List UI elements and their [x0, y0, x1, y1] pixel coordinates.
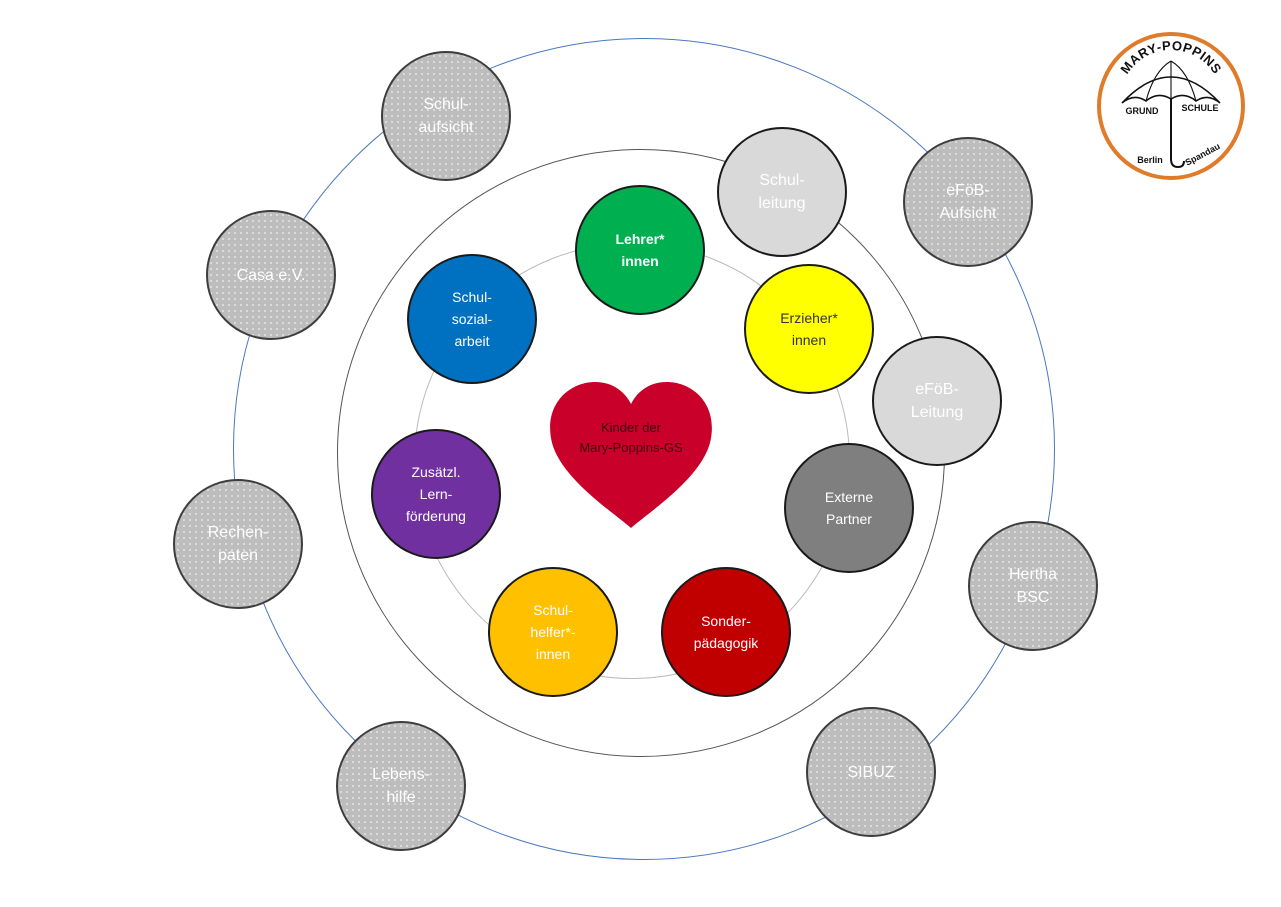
node-sibuz-label: SIBUZ	[847, 763, 895, 781]
node-schulhelfer: Schul- helfer*- innen	[488, 567, 618, 697]
node-erzieher-label: Erzieher* innen	[780, 310, 838, 348]
outer-orbit-ring	[233, 38, 1055, 860]
node-efoeb-aufsicht: eFöB- Aufsicht	[903, 137, 1033, 267]
node-lernfoerderung-label: Zusätzl. Lern- förderung	[406, 464, 466, 524]
node-schulsozialarbeit-label: Schul- sozial- arbeit	[451, 289, 493, 349]
node-erzieher: Erzieher* innen	[744, 264, 874, 394]
node-casa: Casa e.V.	[206, 210, 336, 340]
node-schulaufsicht-label: Schul- aufsicht	[418, 96, 474, 136]
node-sibuz: SIBUZ	[806, 707, 936, 837]
node-efoeb-leitung: eFöB- Leitung	[872, 336, 1002, 466]
node-sonderpaedagogik: Sonder- pädagogik	[661, 567, 791, 697]
school-logo: MARY-POPPINS GRUND SCHULE Berlin Spandau	[1097, 32, 1245, 180]
node-hertha-label: Hertha BSC	[1008, 566, 1058, 606]
node-efoeb-aufsicht-label: eFöB- Aufsicht	[939, 182, 997, 222]
node-efoeb-leitung-label: eFöB- Leitung	[910, 381, 964, 421]
logo-bottom-left: Berlin	[1137, 155, 1163, 165]
node-lebenshilfe-label: Lebens- hilfe	[372, 766, 430, 806]
node-schulhelfer-label: Schul- helfer*- innen	[530, 602, 576, 662]
node-lehrer-label: Lehrer* innen	[615, 231, 665, 269]
heart-icon	[550, 382, 712, 528]
node-externe-partner: Externe Partner	[784, 443, 914, 573]
node-casa-label: Casa e.V.	[236, 266, 306, 284]
logo-band-left: GRUND	[1126, 106, 1159, 116]
node-schulaufsicht: Schul- aufsicht	[381, 51, 511, 181]
node-externe-partner-label: Externe Partner	[824, 489, 874, 527]
node-schulleitung: Schul- leitung	[717, 127, 847, 257]
node-lehrer: Lehrer* innen	[575, 185, 705, 315]
node-lernfoerderung: Zusätzl. Lern- förderung	[371, 429, 501, 559]
node-rechenpaten: Rechen- paten	[173, 479, 303, 609]
node-schulsozialarbeit: Schul- sozial- arbeit	[407, 254, 537, 384]
node-rechenpaten-label: Rechen- paten	[207, 524, 269, 564]
node-schulleitung-label: Schul- leitung	[758, 172, 806, 212]
node-hertha: Hertha BSC	[968, 521, 1098, 651]
logo-band-right: SCHULE	[1181, 103, 1218, 113]
center-label: Kinder der Mary-Poppins-GS	[579, 420, 683, 455]
node-lebenshilfe: Lebens- hilfe	[336, 721, 466, 851]
node-sonderpaedagogik-label: Sonder- pädagogik	[693, 613, 759, 651]
